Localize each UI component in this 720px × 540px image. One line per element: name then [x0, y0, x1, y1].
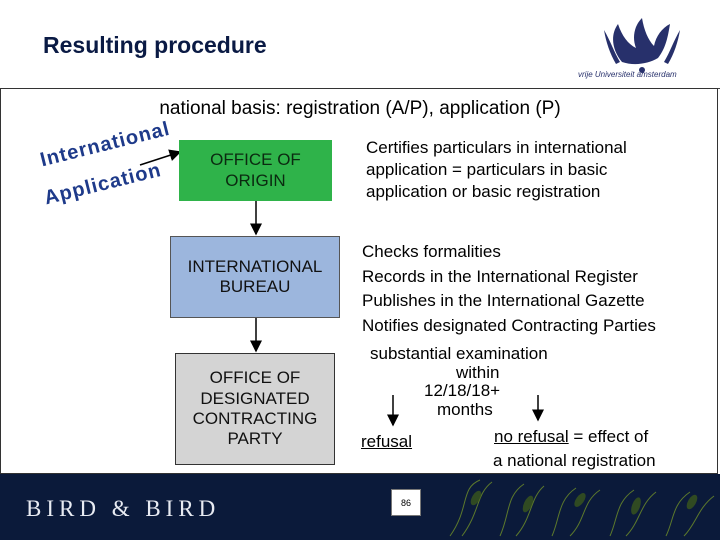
refusal-text: refusal: [361, 432, 413, 451]
examination-text: substantial examination: [370, 344, 548, 363]
bureau-task: Records in the International Register: [362, 266, 638, 286]
certifies-line: application = particulars in basic: [366, 160, 608, 179]
bureau-tasks-list: Checks formalities Records in the Intern…: [362, 240, 656, 338]
certifies-line: application or basic registration: [366, 182, 601, 201]
dcp-line: DESIGNATED: [200, 388, 310, 408]
logo-text: vrije Universiteit amsterdam: [578, 70, 677, 79]
no-refusal-label: no refusal: [494, 427, 569, 446]
office-of-origin-box: OFFICE OF ORIGIN: [179, 140, 332, 201]
bureau-task: Publishes in the International Gazette: [362, 291, 645, 310]
certifies-line: Certifies particulars in international: [366, 138, 627, 157]
subtitle: national basis: registration (A/P), appl…: [159, 98, 561, 119]
within-text: within: [456, 363, 500, 382]
content-frame: [0, 88, 718, 474]
months-text: months: [437, 400, 493, 419]
no-refusal-effect: = effect of: [568, 427, 649, 446]
dcp-line: PARTY: [227, 429, 283, 449]
page-number: 86: [391, 489, 421, 516]
dcp-line: OFFICE OF: [209, 368, 301, 388]
office-origin-line: OFFICE OF: [210, 150, 301, 170]
footer-bar: [0, 474, 720, 540]
period-text: 12/18/18+: [424, 381, 501, 400]
international-bureau-box: INTERNATIONAL BUREAU: [170, 236, 340, 318]
national-registration-text: a national registration: [493, 451, 656, 470]
bureau-line: INTERNATIONAL: [187, 256, 323, 276]
bureau-task: Checks formalities: [362, 242, 501, 261]
dcp-line: CONTRACTING: [192, 409, 318, 428]
footer-decoration: [449, 479, 715, 537]
designated-party-box: OFFICE OF DESIGNATED CONTRACTING PARTY: [175, 353, 335, 465]
office-origin-line: ORIGIN: [225, 170, 286, 190]
arrow-to-origin: [139, 149, 182, 166]
slide-title: Resulting procedure: [43, 32, 267, 58]
certifies-text: Certifies particulars in international a…: [366, 137, 627, 203]
no-refusal-text: no refusal = effect of: [494, 426, 648, 448]
bureau-task: Notifies designated Contracting Parties: [362, 315, 656, 335]
footer-brand: BIRD & BIRD: [26, 496, 221, 521]
university-logo: [604, 18, 680, 73]
bureau-line: BUREAU: [219, 277, 291, 296]
